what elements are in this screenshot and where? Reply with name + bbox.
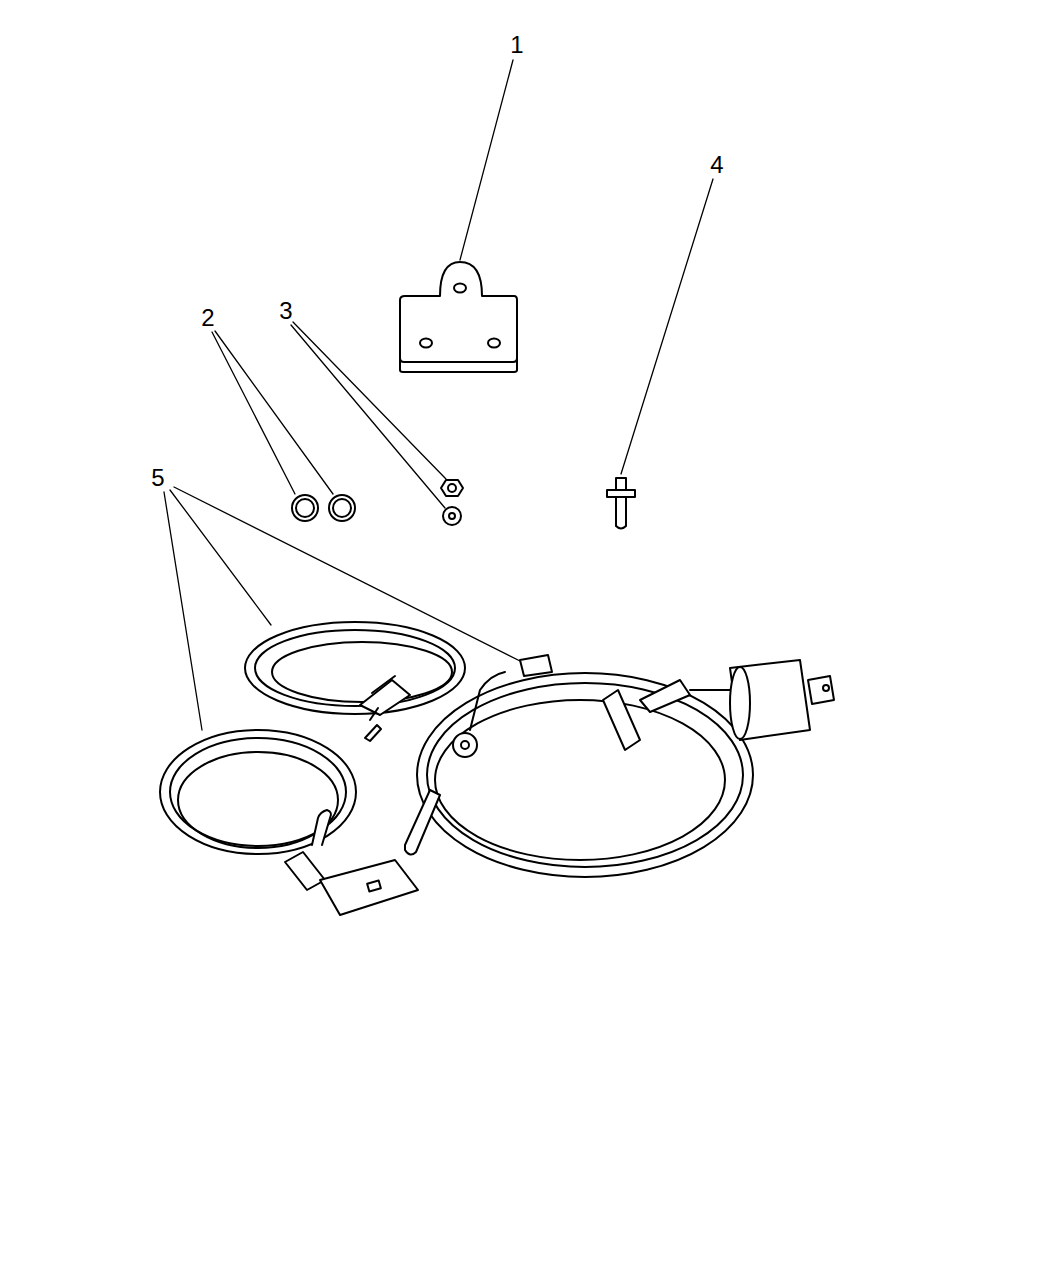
leader-lines xyxy=(164,60,713,730)
callout-number: 4 xyxy=(710,153,723,177)
wire-harness xyxy=(405,655,834,877)
mounting-plate xyxy=(400,262,517,372)
stud xyxy=(607,478,635,529)
nut-washer xyxy=(441,480,463,525)
wire-harness xyxy=(160,730,418,915)
callout-number: 3 xyxy=(279,299,292,323)
callout-number: 1 xyxy=(510,33,523,57)
o-rings xyxy=(292,495,355,521)
callout-number: 5 xyxy=(151,466,164,490)
callout-number: 2 xyxy=(201,306,214,330)
wire-harness xyxy=(245,622,465,741)
